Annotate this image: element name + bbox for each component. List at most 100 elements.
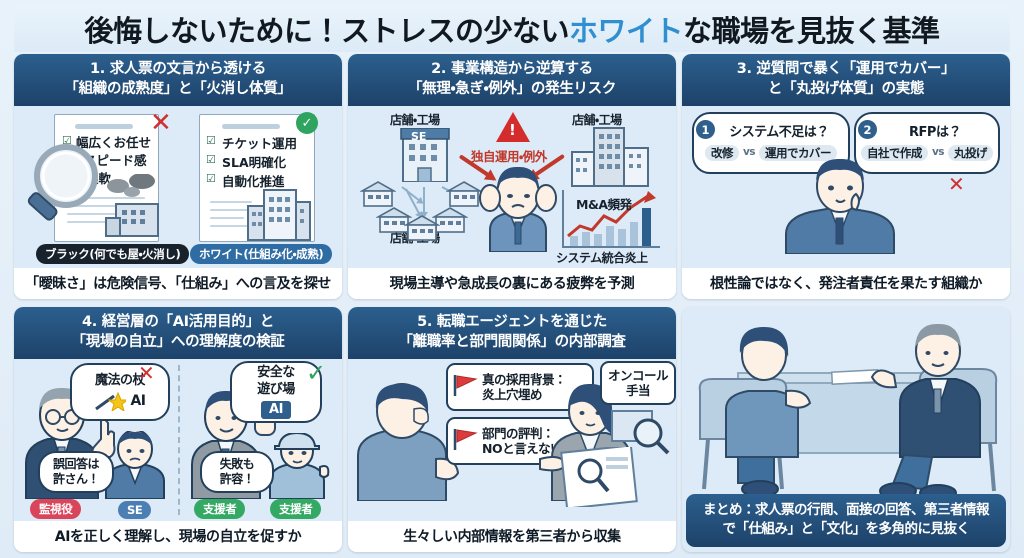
candidate-back-illustration (357, 383, 460, 502)
flow-arrow (423, 187, 425, 218)
summary-line2: で「仕組み」と「文化」を多角的に見抜く (722, 521, 971, 538)
panel-2-header-line1: 2. 事業構造から逆算する (431, 61, 593, 77)
white-list-item-1: チケット運用 (222, 136, 298, 152)
panel-4-footer: AIを正しく理解し、現場の自立を促すか (14, 521, 342, 552)
department-reputation-line1: 部門の評判： (482, 425, 555, 441)
red-flag-icon (453, 375, 478, 397)
cross-mark-icon: ✕ (948, 172, 965, 197)
panel-2-illustration: 店舗・工場 店舗・工場 店舗・工場 SE (348, 106, 676, 268)
warning-glyph: ! (509, 121, 516, 140)
se-person-illustration (105, 431, 165, 500)
panel-3-footer: 根性論ではなく、発注者責任を果たす組織か (682, 268, 1010, 299)
panel-5: 5. 転職エージェントを通じた 「離職率と部門間関係」の内部調査 真の採用背景：… (348, 307, 676, 552)
panel-5-illustration: 真の採用背景： 炎上穴埋め 部門の評判： NOと言えない (348, 359, 676, 521)
shop-icon (432, 207, 468, 233)
panel-5-footer: 生々しい内部情報を第三者から収集 (348, 521, 676, 552)
page-title-bar: 後悔しないために！ストレスの少ないホワイトな職場を見抜く基準 (14, 6, 1010, 52)
on-call-allowance-bubble: オンコール 手当 (600, 361, 676, 406)
checkbox-icon: ☑ (206, 134, 216, 148)
panel-3-illustration: システム不足は？ 改修 vs 運用でカバー 1 RFPは？ 自社で作成 vs 丸… (682, 106, 1010, 268)
panel-4-header: 4. 経営層の「AI活用目的」と 「現場の自立」への理解度の検証 (14, 307, 342, 360)
on-call-allowance-line2: 手当 (625, 383, 651, 399)
true-hiring-background-line2: 炎上穴埋め (482, 387, 543, 403)
question-2-option-a: 自社で作成 (860, 144, 928, 161)
magic-wand-text: 魔法の杖 (94, 373, 146, 388)
panel-1-footer: 「曖昧さ」は危険信号、「仕組み」への言及を探せ (14, 268, 342, 299)
question-2-title: RFPは？ (909, 125, 961, 141)
interview-scene-illustration (682, 307, 1010, 507)
badge-supporter-2: 支援者 (270, 499, 322, 519)
white-list-item-2: SLA明確化 (222, 155, 287, 171)
page-title-before: 後悔しないために！ストレスの少ない (84, 14, 569, 48)
summary-line1: まとめ：求人票の行間、面接の回答、第三者情報 (703, 502, 990, 519)
magnifier-icon (27, 144, 98, 221)
red-flag-icon (453, 429, 478, 451)
checkbox-icon: ☑ (206, 153, 216, 167)
panel-4-header-line2: 「現場の自立」への理解度の検証 (71, 333, 285, 350)
label-stores-factories-top-left: 店舗・工場 (390, 113, 440, 128)
panel-5-header: 5. 転職エージェントを通じた 「離職率と部門間関係」の内部調査 (348, 307, 676, 360)
panel-1-illustration: ☑ ☑ ☑ 幅広くお任せ スピード感 柔軟 (14, 106, 342, 268)
label-system-integration-crisis: システム統合炎上 (556, 251, 648, 266)
shop-icon (360, 181, 396, 207)
se-building-tag: SE (411, 130, 427, 144)
black-list-item-1: 幅広くお任せ (76, 135, 152, 151)
shop-icon (376, 207, 412, 233)
panel-4-illustration: 魔法の杖 AI ✕ (14, 359, 342, 521)
label-ma-frequency: M&A頻発 (576, 197, 632, 213)
safe-playground-bubble: 安全な 遊び場 AI (230, 361, 322, 424)
modern-office-building-icon (247, 189, 311, 242)
panel-2-header-line2: 「無理・急ぎ・例外」の発生リスク (407, 80, 617, 97)
warning-triangle-icon: ! (496, 112, 530, 143)
question-2-number-badge: 2 (858, 120, 877, 140)
department-reputation-line2: NOと言えない (482, 441, 563, 457)
panel-1: 1. 求人票の文言から透ける 「組織の成熟度」と「火消し体質」 ☑ ☑ ☑ 幅広… (14, 54, 342, 299)
cross-mark-icon: ✕ (138, 361, 155, 386)
panel-5-header-line1: 5. 転職エージェントを通じた (417, 314, 607, 330)
panel-grid: 1. 求人票の文言から透ける 「組織の成熟度」と「火消し体質」 ☑ ☑ ☑ 幅広… (14, 52, 1010, 552)
question-1-option-b: 運用でカバー (759, 144, 838, 161)
page-title-highlight: ホワイト (568, 14, 684, 48)
panel-2-footer: 現場主導や急成長の裏にある疲弊を予測 (348, 268, 676, 299)
badge-supervisor: 監視役 (30, 499, 82, 519)
panel-1-header: 1. 求人票の文言から透ける 「組織の成熟度」と「火消し体質」 (14, 54, 342, 107)
question-1-vs: vs (742, 146, 756, 159)
on-call-allowance-line1: オンコール (607, 367, 669, 383)
shop-icon (404, 215, 440, 241)
black-company-badge: ブラック(何でも屋・火消し) (36, 244, 190, 264)
stressed-person-illustration (479, 167, 557, 253)
no-wrong-answer-text: 誤回答は 許さん！ (52, 457, 100, 487)
panel-3-header-line2: と「丸投げ体質」の実態 (767, 80, 925, 97)
safe-playground-text: 安全な 遊び場 (257, 365, 295, 397)
checkbox-icon: ☑ (206, 172, 216, 186)
panel-3: 3. 逆質問で暴く「運用でカバー」 と「丸投げ体質」の実態 システム不足は？ 改… (682, 54, 1010, 299)
ma-frequency-chart (562, 190, 660, 249)
page-title-after: な職場を見抜く基準 (683, 14, 940, 48)
summary-panel: まとめ：求人票の行間、面接の回答、第三者情報 で「仕組み」と「文化」を多角的に見… (682, 307, 1010, 552)
helmet-worker-illustration (269, 433, 330, 500)
panel-4-divider (178, 365, 180, 515)
magic-wand-bubble: 魔法の杖 AI (70, 363, 170, 422)
white-list-item-3: 自動化推進 (222, 174, 285, 190)
question-2-option-b: 丸投げ (948, 144, 994, 161)
thinking-person-illustration (785, 159, 895, 255)
question-1-option-a: 改修 (704, 144, 739, 161)
badge-se: SE (118, 501, 152, 519)
true-hiring-background-line1: 真の採用背景： (482, 371, 567, 387)
panel-5-header-line2: 「離職率と部門間関係」の内部調査 (398, 333, 626, 350)
magnifier-document-icon (611, 410, 670, 455)
no-wrong-answer-bubble: 誤回答は 許さん！ (38, 451, 114, 494)
report-document-icon (560, 447, 638, 508)
enterprise-buildings-icon (571, 127, 649, 188)
white-company-badge: ホワイト(仕組み化・成熟) (190, 244, 333, 264)
magic-wand-icon (95, 391, 127, 412)
question-bubble-2: RFPは？ 自社で作成 vs 丸投げ (854, 112, 1000, 175)
label-独自運用例外: 独自運用・例外 (471, 149, 547, 165)
check-mark-icon: ✓ (306, 359, 327, 388)
panel-1-header-line2: 「組織の成熟度」と「火消し体質」 (64, 80, 292, 97)
headquarters-building-icon (400, 128, 450, 183)
panel-4-header-line1: 4. 経営層の「AI活用目的」と (82, 314, 274, 330)
panel-4: 4. 経営層の「AI活用目的」と 「現場の自立」への理解度の検証 (14, 307, 342, 552)
page-title: 後悔しないために！ストレスの少ないホワイトな職場を見抜く基準 (84, 8, 940, 50)
